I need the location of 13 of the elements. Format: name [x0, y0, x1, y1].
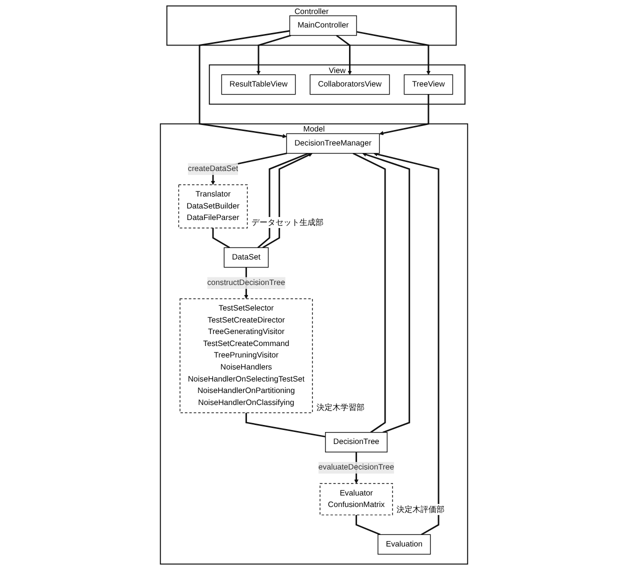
connector [212, 228, 230, 248]
connector [245, 412, 326, 438]
arrow [336, 34, 352, 75]
arrow [362, 152, 410, 434]
arrow [256, 34, 292, 75]
arrow [373, 152, 440, 536]
arrow [198, 30, 290, 138]
group-caption: 決定木学習部 [315, 402, 366, 413]
connector [352, 152, 386, 433]
group-caption: データセット生成部 [250, 217, 324, 228]
arrow [356, 31, 431, 75]
connector [356, 514, 381, 536]
arrow [379, 94, 430, 136]
